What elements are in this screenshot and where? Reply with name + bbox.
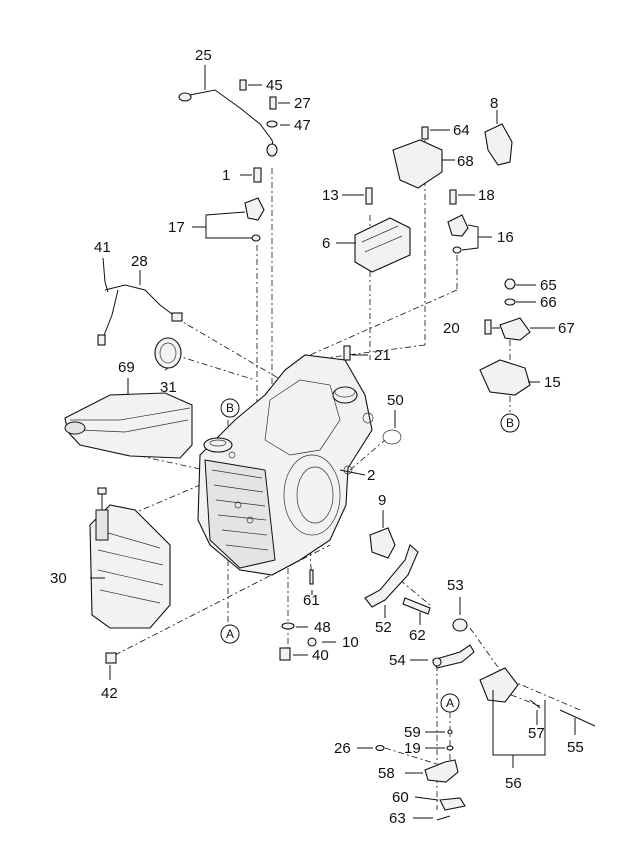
callout-47: 47: [294, 117, 311, 134]
snap-ring: [382, 429, 402, 445]
shaft-62: [402, 597, 431, 615]
callout-15: 15: [544, 374, 561, 391]
callout-56: 56: [505, 775, 522, 792]
ref-circle-a-2: [440, 693, 460, 713]
callout-26: 26: [334, 740, 351, 757]
callout-17: 17: [168, 219, 185, 236]
ref-circle-b-2: [500, 413, 520, 433]
callout-1: 1: [222, 167, 230, 184]
spring-53: [452, 618, 468, 632]
ref-b-1: B: [226, 401, 234, 415]
callout-40: 40: [312, 647, 329, 664]
callout-63: 63: [389, 810, 406, 827]
callout-41: 41: [94, 239, 111, 256]
callout-18: 18: [478, 187, 495, 204]
callout-62: 62: [409, 627, 426, 644]
callout-9: 9: [378, 492, 386, 509]
ref-a-1: A: [226, 627, 234, 641]
bracket-68: [392, 126, 443, 189]
callout-60: 60: [392, 789, 409, 806]
transaxle-case: [197, 354, 374, 576]
callout-31: 31: [160, 379, 177, 396]
detent-bracket: [479, 667, 596, 727]
callout-61: 61: [303, 592, 320, 609]
callout-19: 19: [404, 740, 421, 757]
callout-27: 27: [294, 95, 311, 112]
callout-21: 21: [374, 347, 391, 364]
callout-6: 6: [322, 235, 330, 252]
callout-2: 2: [367, 467, 375, 484]
callout-64: 64: [453, 122, 470, 139]
callout-48: 48: [314, 619, 331, 636]
oil-seal: [154, 337, 182, 369]
callout-42: 42: [101, 685, 118, 702]
bracket-9: [369, 527, 396, 559]
callout-30: 30: [50, 570, 67, 587]
callout-67: 67: [558, 320, 575, 337]
speed-sensor-17: [244, 167, 265, 242]
breather-tube: [178, 79, 278, 157]
assembly-lines: [111, 140, 581, 810]
callout-16: 16: [497, 229, 514, 246]
small-parts: [104, 281, 454, 752]
callout-28: 28: [131, 253, 148, 270]
reference-markers: B B A A: [220, 398, 520, 713]
speed-sensor-16: [447, 189, 469, 254]
callout-50: 50: [387, 392, 404, 409]
callout-53: 53: [447, 577, 464, 594]
wire-harness: [97, 284, 183, 346]
lever-assy-58: [424, 759, 466, 821]
bracket-6: [354, 187, 411, 273]
callout-10: 10: [342, 634, 359, 651]
oil-pan: [89, 487, 171, 629]
callout-54: 54: [389, 652, 406, 669]
manual-lever: [364, 544, 419, 608]
callout-68: 68: [457, 153, 474, 170]
callout-52: 52: [375, 619, 392, 636]
callout-8: 8: [490, 95, 498, 112]
callout-65: 65: [540, 277, 557, 294]
bracket-8: [484, 123, 513, 166]
leader-lines: [90, 65, 576, 819]
callout-13: 13: [322, 187, 339, 204]
inhibitor-switch: [479, 278, 531, 396]
callout-59: 59: [404, 724, 421, 741]
callout-58: 58: [378, 765, 395, 782]
oil-filter: [64, 392, 193, 459]
lever-54: [432, 644, 475, 669]
ref-a-2: A: [446, 696, 454, 710]
callout-labels: 25 45 27 47 1 17 41 28 69 31 30 42 13 6 …: [50, 47, 584, 827]
callout-55: 55: [567, 739, 584, 756]
callout-69: 69: [118, 359, 135, 376]
ref-b-2: B: [506, 416, 514, 430]
callout-20: 20: [443, 320, 460, 337]
bolt-21: [343, 345, 351, 361]
callout-25: 25: [195, 47, 212, 64]
ref-circle-b-1: [220, 398, 240, 418]
callout-66: 66: [540, 294, 557, 311]
ref-circle-a-1: [220, 624, 240, 644]
callout-45: 45: [266, 77, 283, 94]
callout-57: 57: [528, 725, 545, 742]
